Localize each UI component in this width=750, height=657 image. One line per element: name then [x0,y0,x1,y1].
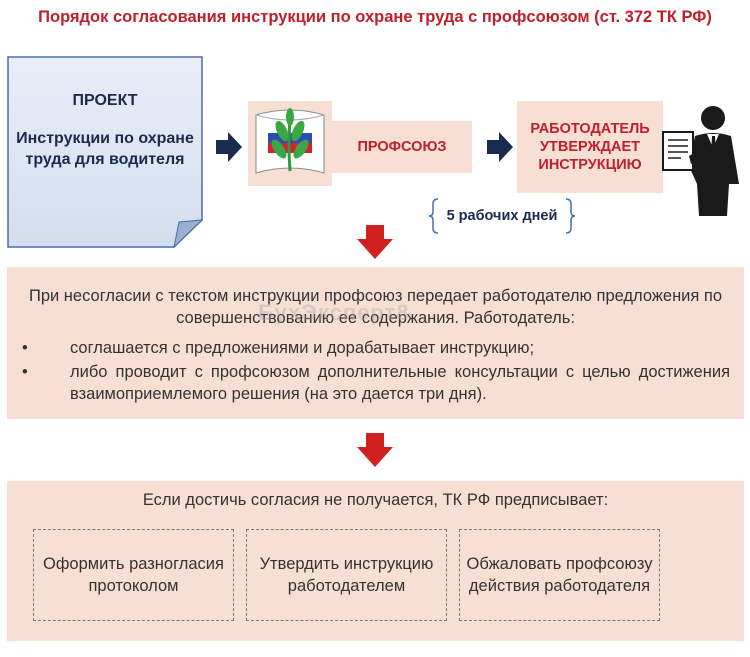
union-logo-icon [255,108,325,174]
union-logo-box [248,101,332,186]
list-item-text: соглашается с предложениями и дорабатыва… [70,339,535,357]
no-agreement-intro: Если достичь согласия не получается, ТК … [142,491,609,509]
employer-label: РАБОТОДАТЕЛЬ УТВЕРЖДАЕТ ИНСТРУКЦИЮ [530,121,650,173]
deadline-label-box: 5 рабочих дней [428,198,576,234]
businessman-icon [662,106,739,216]
option-appeal: Обжаловать профсоюзу действия работодате… [459,529,660,621]
page-title: Порядок согласования инструкции по охран… [38,8,712,26]
disagreement-panel: При несогласии с текстом инструкции проф… [7,267,744,419]
list-item: • соглашается с предложениями и дорабаты… [22,337,730,359]
list-item-text: либо проводит с профсоюзом дополнительны… [70,363,730,403]
option-text: Обжаловать профсоюзу действия работодате… [466,555,653,595]
arrow-right-icon [216,132,242,162]
union-label: ПРОФСОЮЗ [357,139,447,155]
option-text: Утвердить инструкцию работодателем [259,555,434,595]
deadline-label: 5 рабочих дней [446,208,558,224]
no-agreement-panel: Если достичь согласия не получается, ТК … [7,481,744,641]
bullet: • [22,363,28,381]
option-protocol: Оформить разногласия протоколом [33,529,234,621]
left-brace-icon [428,198,439,234]
watermark: БухЭксперт8 [258,300,410,325]
employer-box: РАБОТОДАТЕЛЬ УТВЕРЖДАЕТ ИНСТРУКЦИЮ [517,101,663,193]
union-box: ПРОФСОЮЗ [332,121,472,173]
arrow-right-icon [487,132,513,162]
project-body: Инструкции по охране труда для водителя [16,130,194,168]
employer-actions-list: • соглашается с предложениями и дорабаты… [22,337,730,405]
arrow-down-icon [357,433,393,467]
list-item: • либо проводит с профсоюзом дополнитель… [22,361,730,405]
bullet: • [22,339,28,357]
option-approve: Утвердить инструкцию работодателем [246,529,447,621]
project-document-icon [7,56,203,248]
right-brace-icon [565,198,576,234]
arrow-down-icon [357,225,393,259]
disagreement-intro: При несогласии с текстом инструкции проф… [28,287,723,327]
option-text: Оформить разногласия протоколом [43,555,224,595]
project-heading: ПРОЕКТ [72,92,138,109]
